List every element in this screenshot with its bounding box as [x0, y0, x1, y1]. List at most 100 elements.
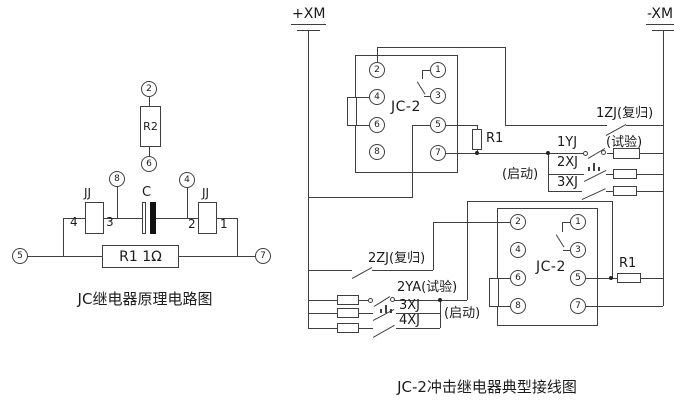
terminal-4-num: 4: [184, 175, 190, 185]
pin-num: 8: [515, 301, 521, 311]
wire: [117, 187, 118, 218]
wire: [377, 47, 506, 48]
label-test-top: (试验): [606, 135, 643, 150]
coil-jj-right: [198, 202, 217, 234]
wire: [308, 197, 413, 198]
contact-2xj-blade: [583, 169, 607, 183]
relay-top-pin-2: 2: [369, 62, 385, 78]
junction-dot: [438, 298, 442, 302]
pin-num: 7: [575, 301, 581, 311]
wire: [626, 125, 664, 126]
wire: [467, 201, 612, 202]
capacitor-plate-left: [142, 202, 146, 234]
label-2zj: 2ZJ(复归): [368, 251, 426, 266]
wire: [446, 153, 583, 154]
wire: [606, 191, 613, 192]
label-2ya: 2YA(试验): [397, 280, 458, 295]
wire: [394, 300, 467, 301]
wire: [586, 306, 663, 307]
wire: [606, 174, 613, 175]
wire: [372, 270, 433, 271]
wire: [359, 300, 368, 301]
relay-bottom-pin-5: 5: [570, 270, 586, 286]
label-start-top: (启动): [502, 167, 539, 182]
wire: [446, 125, 477, 126]
wire: [412, 125, 413, 197]
wire: [499, 278, 510, 279]
terminal-2-num: 2: [146, 84, 152, 94]
terminal-7: 7: [255, 248, 271, 264]
wire: [359, 328, 373, 329]
wire: [433, 222, 510, 223]
coil-bracket-bottom: [489, 278, 499, 307]
wire: [396, 328, 440, 329]
terminal-5: 5: [12, 248, 28, 264]
label-2xj: 2XJ: [557, 155, 579, 170]
wire: [607, 153, 613, 154]
resistor-r1-left: R1 1Ω: [102, 245, 179, 268]
wire: [548, 153, 549, 191]
wire: [586, 278, 617, 279]
jack-circle: [583, 151, 588, 156]
pin-num: 3: [435, 91, 441, 101]
relay-bottom-pin-2: 2: [510, 214, 526, 230]
pin-num: 6: [374, 120, 380, 130]
coil-num-2: 2: [188, 217, 196, 231]
wire: [477, 125, 478, 129]
wire: [505, 125, 607, 126]
resistor-r2: R2: [140, 106, 161, 147]
coil-num-4: 4: [70, 215, 78, 229]
wire: [308, 300, 337, 301]
terminal-8-num: 8: [114, 174, 120, 184]
wire: [28, 256, 102, 257]
wire: [237, 218, 238, 256]
label-r1-top: R1: [486, 131, 504, 146]
wire: [422, 70, 430, 71]
label-r1-bottom: R1: [619, 256, 637, 271]
jack-circle: [601, 150, 606, 155]
wire: [308, 313, 337, 314]
wire: [612, 201, 613, 278]
relay-box-bottom: [497, 208, 598, 326]
relay-top-pin-6: 6: [369, 117, 385, 133]
relay-bottom-pin-4: 4: [510, 242, 526, 258]
terminal-6: 6: [141, 156, 157, 172]
relay-top-pin-4: 4: [369, 89, 385, 105]
coil-bracket-top: [347, 97, 357, 126]
relay-bottom-pin-3: 3: [570, 242, 586, 258]
pin-num: 4: [374, 92, 380, 102]
relay-top-pin-7: 7: [430, 145, 446, 161]
wire: [422, 70, 423, 79]
relay-top-pin-1: 1: [430, 62, 446, 78]
jj-left-label: JJ: [84, 186, 92, 200]
bus-minus-line: [663, 30, 664, 306]
label-4xj: 4XJ: [399, 313, 421, 328]
terminal-6-num: 6: [146, 159, 152, 169]
resistor-box: [337, 323, 359, 333]
label-1zj: 1ZJ(复归): [596, 106, 654, 121]
terminal-7-num: 7: [260, 251, 266, 261]
resistor-box: [337, 308, 359, 318]
bus-minus-label: -XM: [646, 6, 675, 25]
jj-right-label: JJ: [202, 186, 210, 200]
wire: [412, 125, 430, 126]
resistor-box: [337, 295, 359, 305]
contact-3xj-top-blade: [581, 188, 606, 201]
resistor-r1-top: [472, 129, 482, 150]
wire: [187, 188, 188, 218]
label-3xj-bot: 3XJ: [399, 298, 421, 313]
wire: [467, 201, 468, 300]
relay-bottom-pin-1: 1: [570, 214, 586, 230]
pin-num: 2: [515, 217, 521, 227]
relay-top-pin-5: 5: [430, 117, 446, 133]
coil-num-3: 3: [106, 215, 114, 229]
wire: [63, 218, 64, 256]
wire: [548, 191, 582, 192]
jack-circle: [390, 297, 395, 302]
left-caption: JC继电器原理电路图: [77, 290, 213, 308]
relay-top-label: JC-2: [391, 99, 421, 115]
pin-num: 1: [575, 217, 581, 227]
wire: [357, 125, 369, 126]
wire: [308, 270, 352, 271]
